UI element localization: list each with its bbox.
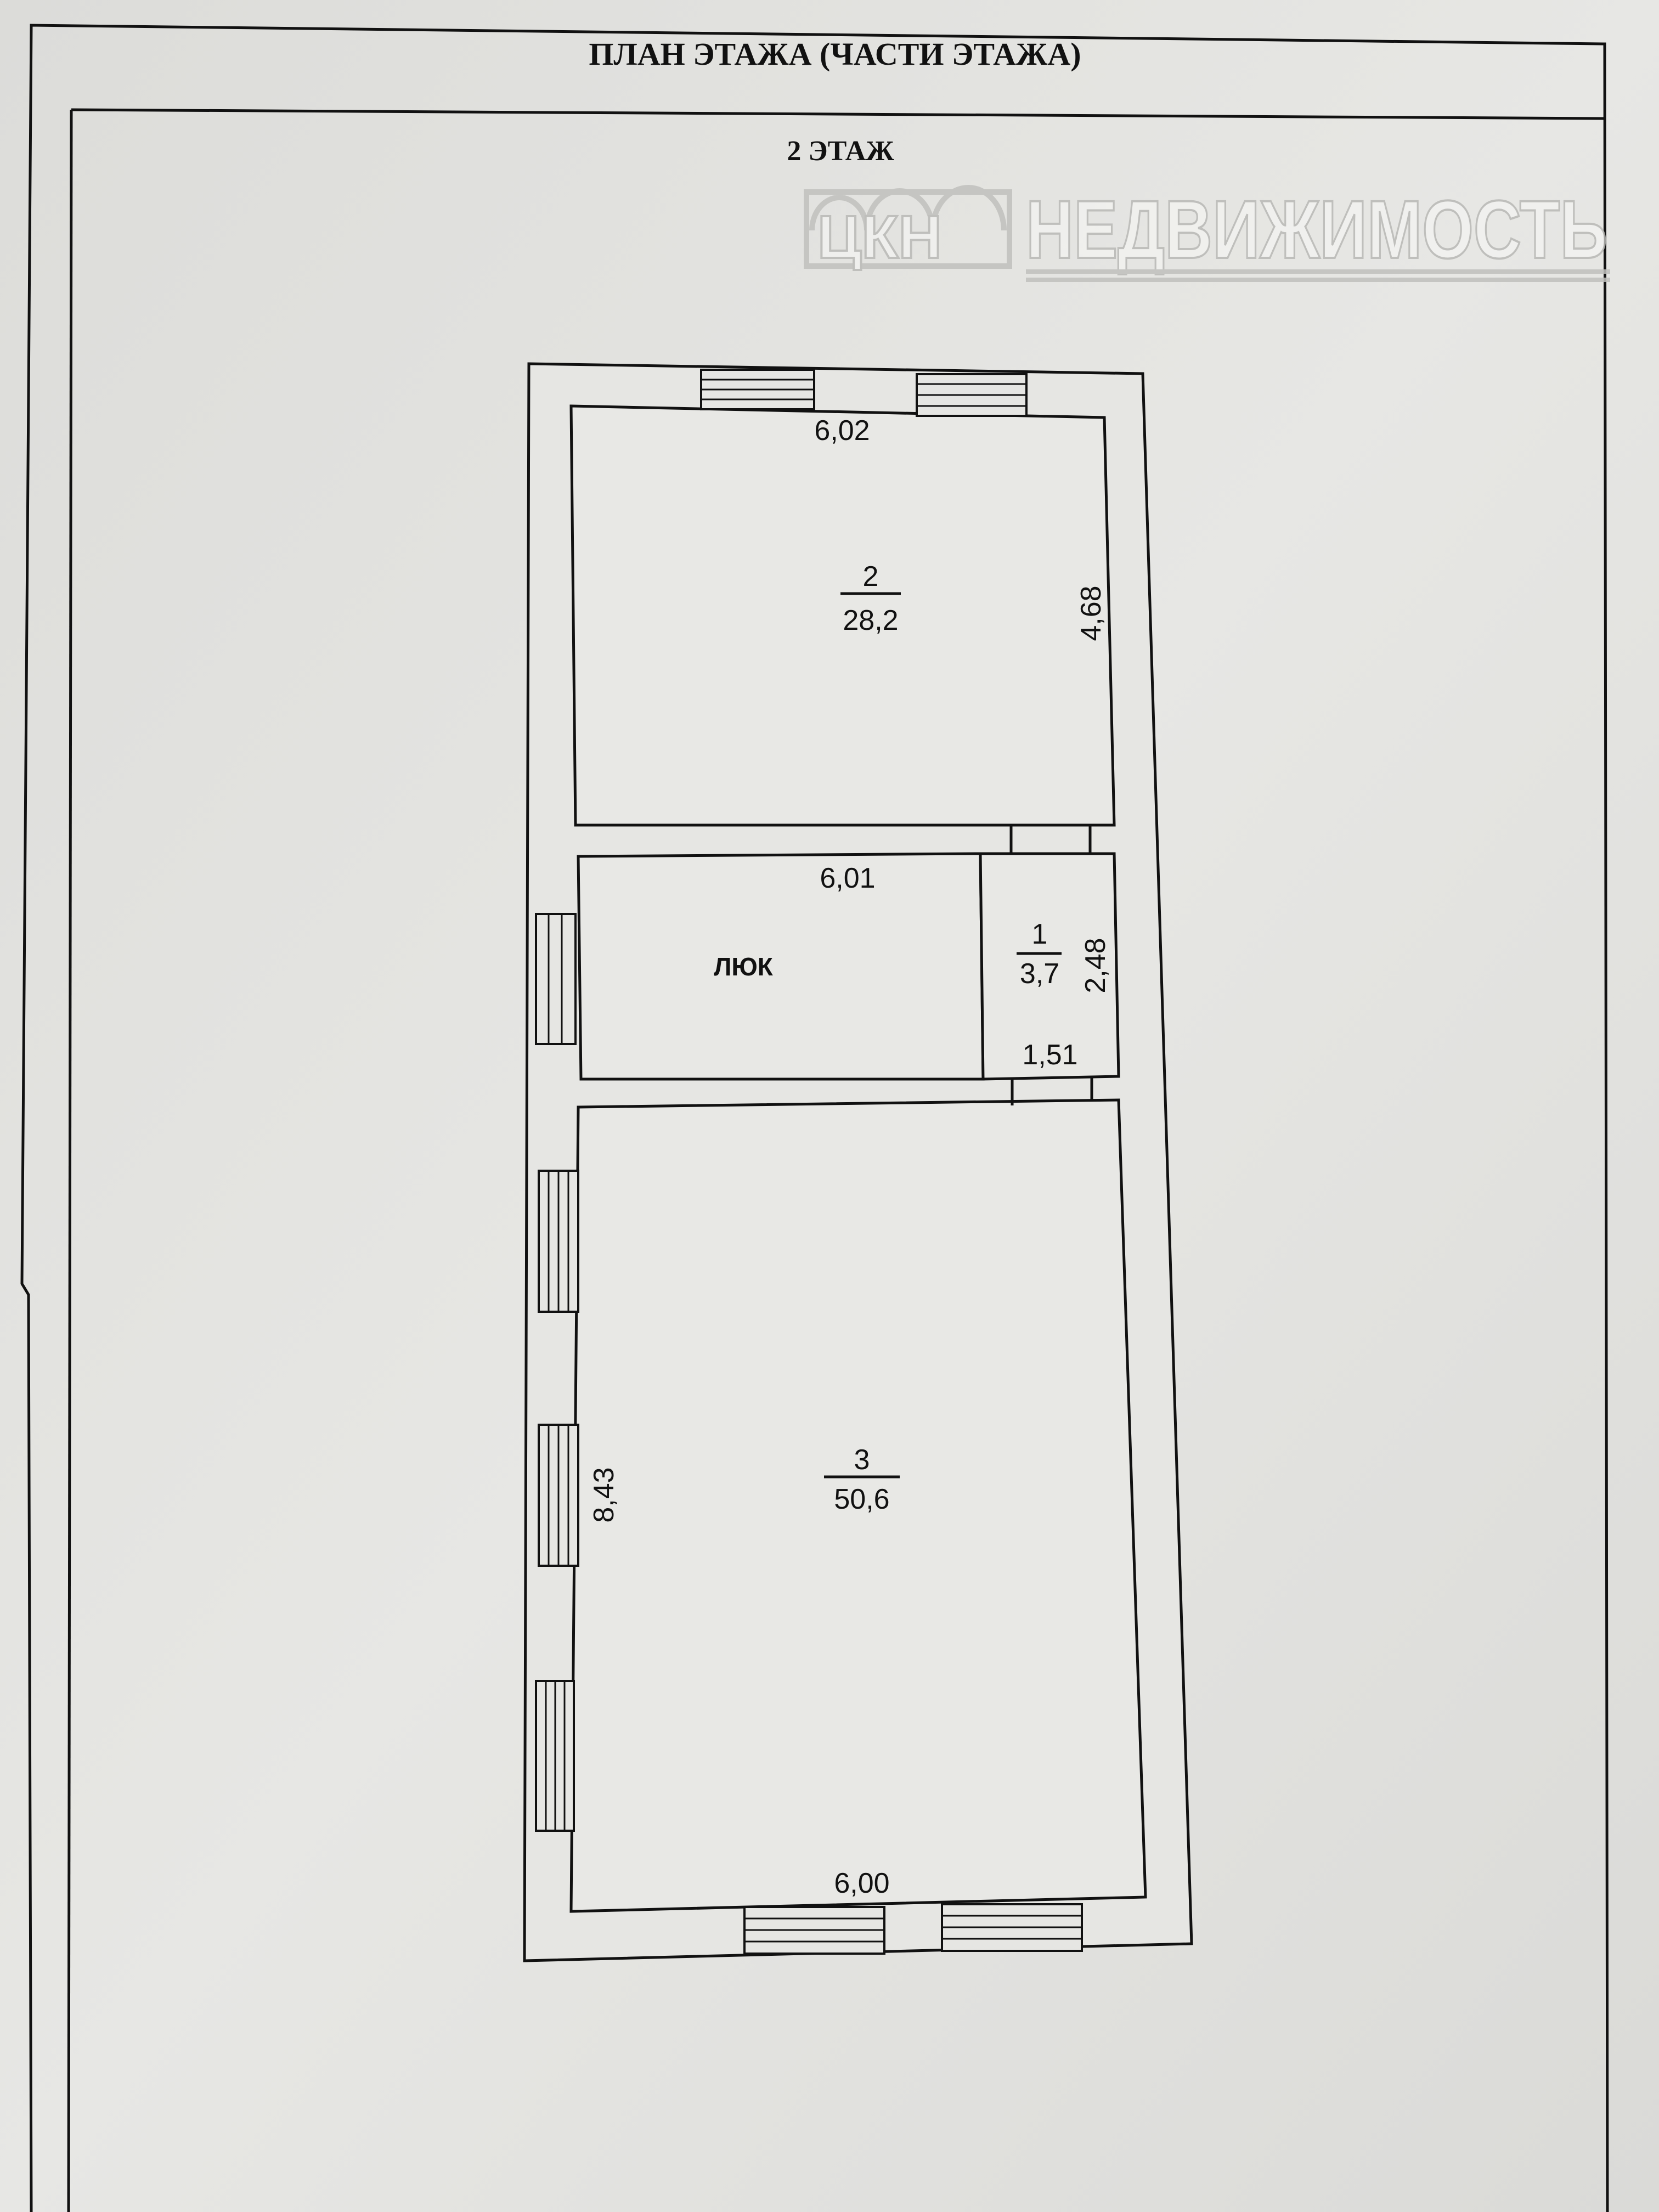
window bbox=[743, 1906, 885, 1955]
room-1 bbox=[979, 852, 1120, 1081]
window bbox=[941, 1903, 1083, 1952]
window bbox=[538, 1170, 579, 1313]
room-3-number: 3 bbox=[854, 1444, 870, 1476]
hatch-room-width: 6,01 bbox=[820, 862, 875, 894]
watermark-text: НЕДВИЖИМОСТЬ bbox=[1026, 183, 1607, 275]
window bbox=[700, 369, 815, 410]
window bbox=[538, 1424, 579, 1567]
plan-title: ПЛАН ЭТАЖА (ЧАСТИ ЭТАЖА) bbox=[589, 36, 1081, 72]
room-1-area: 3,7 bbox=[1020, 958, 1059, 990]
room-2-number: 2 bbox=[863, 561, 879, 592]
room-2-length: 4,68 bbox=[1075, 585, 1107, 641]
floor-label: 2 ЭТАЖ bbox=[787, 136, 894, 167]
room-3-width: 6,00 bbox=[834, 1867, 889, 1899]
hatch-room-label: ЛЮК bbox=[714, 952, 774, 981]
room-3 bbox=[569, 1098, 1147, 1913]
watermark-logo: ЦКН НЕДВИЖИМОСТЬ bbox=[804, 182, 1610, 282]
room-hatch bbox=[577, 852, 985, 1081]
room-2-area: 28,2 bbox=[843, 605, 898, 636]
watermark-logo-letters: ЦКН bbox=[817, 204, 942, 271]
room-3-length: 8,43 bbox=[588, 1467, 620, 1522]
window bbox=[535, 913, 577, 1045]
window bbox=[916, 373, 1028, 417]
room-1-width: 1,51 bbox=[1022, 1039, 1077, 1071]
window bbox=[535, 1680, 575, 1832]
room-3-area: 50,6 bbox=[834, 1483, 889, 1515]
sheet-frame bbox=[20, 24, 1609, 2212]
doorway bbox=[1009, 825, 1093, 1105]
room-1-length: 2,48 bbox=[1080, 938, 1111, 993]
room-1-number: 1 bbox=[1032, 918, 1048, 950]
room-2-width: 6,02 bbox=[814, 415, 870, 447]
